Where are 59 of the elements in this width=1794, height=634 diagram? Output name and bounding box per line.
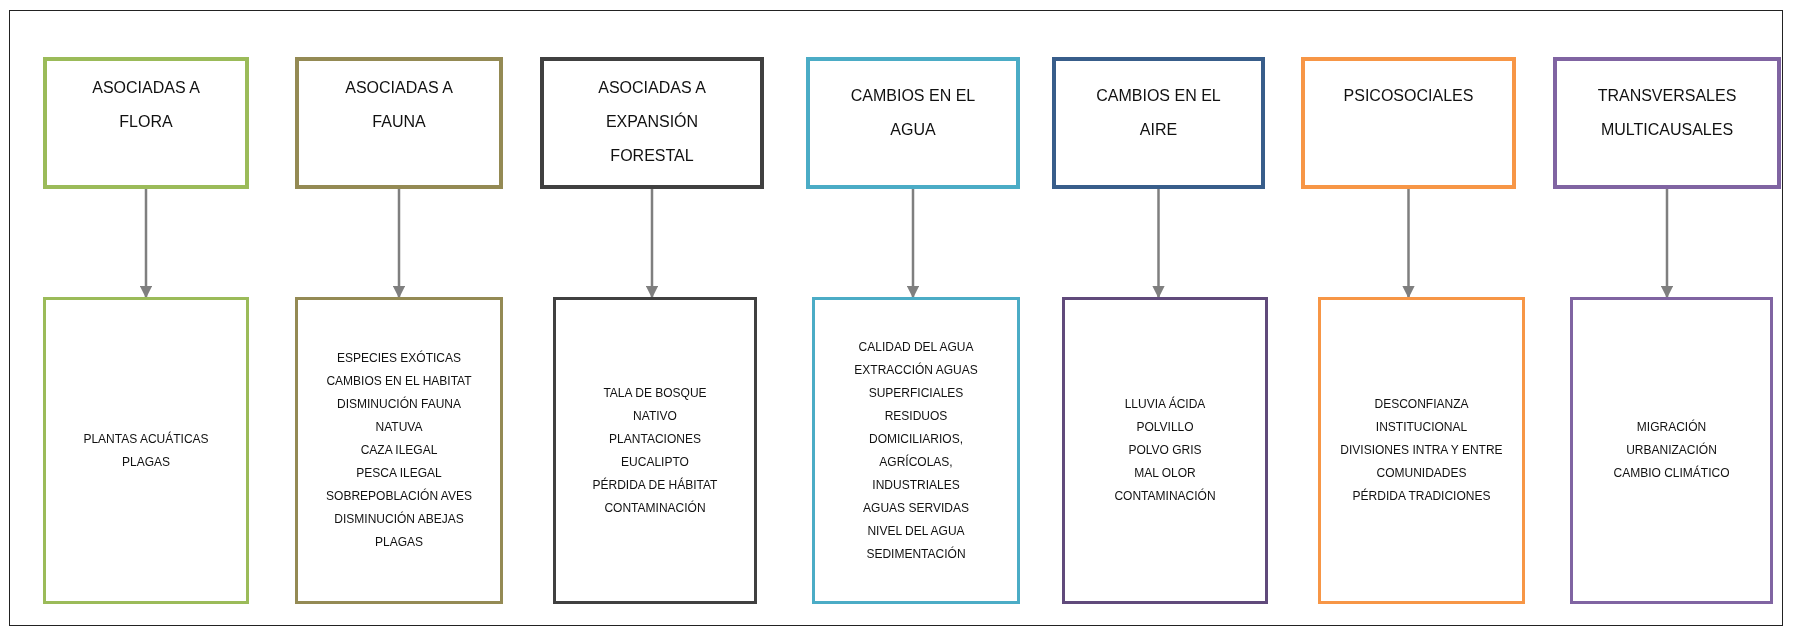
list-item-text: NIVEL DEL AGUA [867,522,965,540]
arrow [1152,189,1165,299]
list-item-text: DIVISIONES INTRA Y ENTRE COMUNIDADES [1339,442,1504,482]
list-item-text: PLANTACIONES EUCALIPTO [608,430,702,471]
category-title: ASOCIADAS A FLORA [91,78,201,132]
category-title: CAMBIOS EN EL AIRE [1095,86,1222,140]
list-item-text: PLAGAS [375,534,423,551]
arrow [1660,189,1674,299]
category-title: PSICOSOCIALES [1343,86,1474,106]
list-item-text: EXTRACCIÓN AGUAS SUPERFICIALES [853,361,979,402]
category-title: ASOCIADAS A FAUNA [344,78,454,132]
category-box [1052,57,1265,189]
list-item-text: DISMINUCIÓN ABEJAS [334,510,464,528]
arrow [1402,189,1415,299]
list-item-text: CONTAMINACIÓN [604,499,706,517]
list-item-text: AGUAS SERVIDAS [863,499,969,517]
list-item-text: MAL OLOR [1134,465,1196,482]
list-item-text: CAMBIO CLIMÁTICO [1613,464,1730,482]
category-box [1301,57,1516,189]
list-item-text: POLVO GRIS [1128,442,1202,459]
category-box [43,57,249,189]
category-box [1553,57,1781,189]
list-item-text: URBANIZACIÓN [1626,441,1717,459]
list-box [1570,297,1773,604]
list-item-text: PESCA ILEGAL [356,465,442,482]
list-item-text: CAMBIOS EN EL HABITAT [326,373,472,390]
arrow [139,189,153,299]
list-box [1318,297,1525,604]
list-item-text: CALIDAD DEL AGUA [858,338,974,356]
category-title: ASOCIADAS A EXPANSIÓN FORESTAL [597,78,707,166]
arrow [645,189,659,299]
list-item-text: SEDIMENTACIÓN [866,545,966,563]
list-item-text: POLVILLO [1136,419,1194,436]
category-title: CAMBIOS EN EL AGUA [849,86,977,140]
list-item-text: SOBREPOBLACIÓN AVES [326,487,472,505]
list-item-text: PÉRDIDA TRADICIONES [1352,487,1491,505]
list-item-text: LLUVIA ÁCIDA [1124,395,1206,413]
list-item-text: DESCONFIANZA INSTITUCIONAL [1373,396,1470,436]
category-box [295,57,503,189]
list-item-text: PLAGAS [122,453,170,471]
list-box [553,297,757,604]
list-item-text: DISMINUCIÓN FAUNA NATUVA [336,395,462,436]
arrow [392,189,406,299]
list-box [1062,297,1268,604]
list-item-text: PÉRDIDA DE HÁBITAT [592,476,718,494]
list-item-text: MIGRACIÓN [1636,418,1707,436]
category-title: TRANSVERSALES MULTICAUSALES [1596,86,1738,140]
category-box [806,57,1020,189]
list-item-text: ESPECIES EXÓTICAS [336,349,461,367]
category-box [540,57,764,189]
list-item-text: CONTAMINACIÓN [1114,487,1216,505]
arrow [906,189,920,299]
list-box [812,297,1020,604]
list-box [43,297,249,604]
list-item-text: CAZA ILEGAL [360,442,438,459]
list-box [295,297,503,604]
list-item-text: PLANTAS ACUÁTICAS [83,430,209,448]
list-item-text: RESIDUOS DOMICILIARIOS, AGRÍCOLAS, INDUSTRIALES [868,407,964,494]
list-item-text: TALA DE BOSQUE NATIVO [602,384,708,425]
